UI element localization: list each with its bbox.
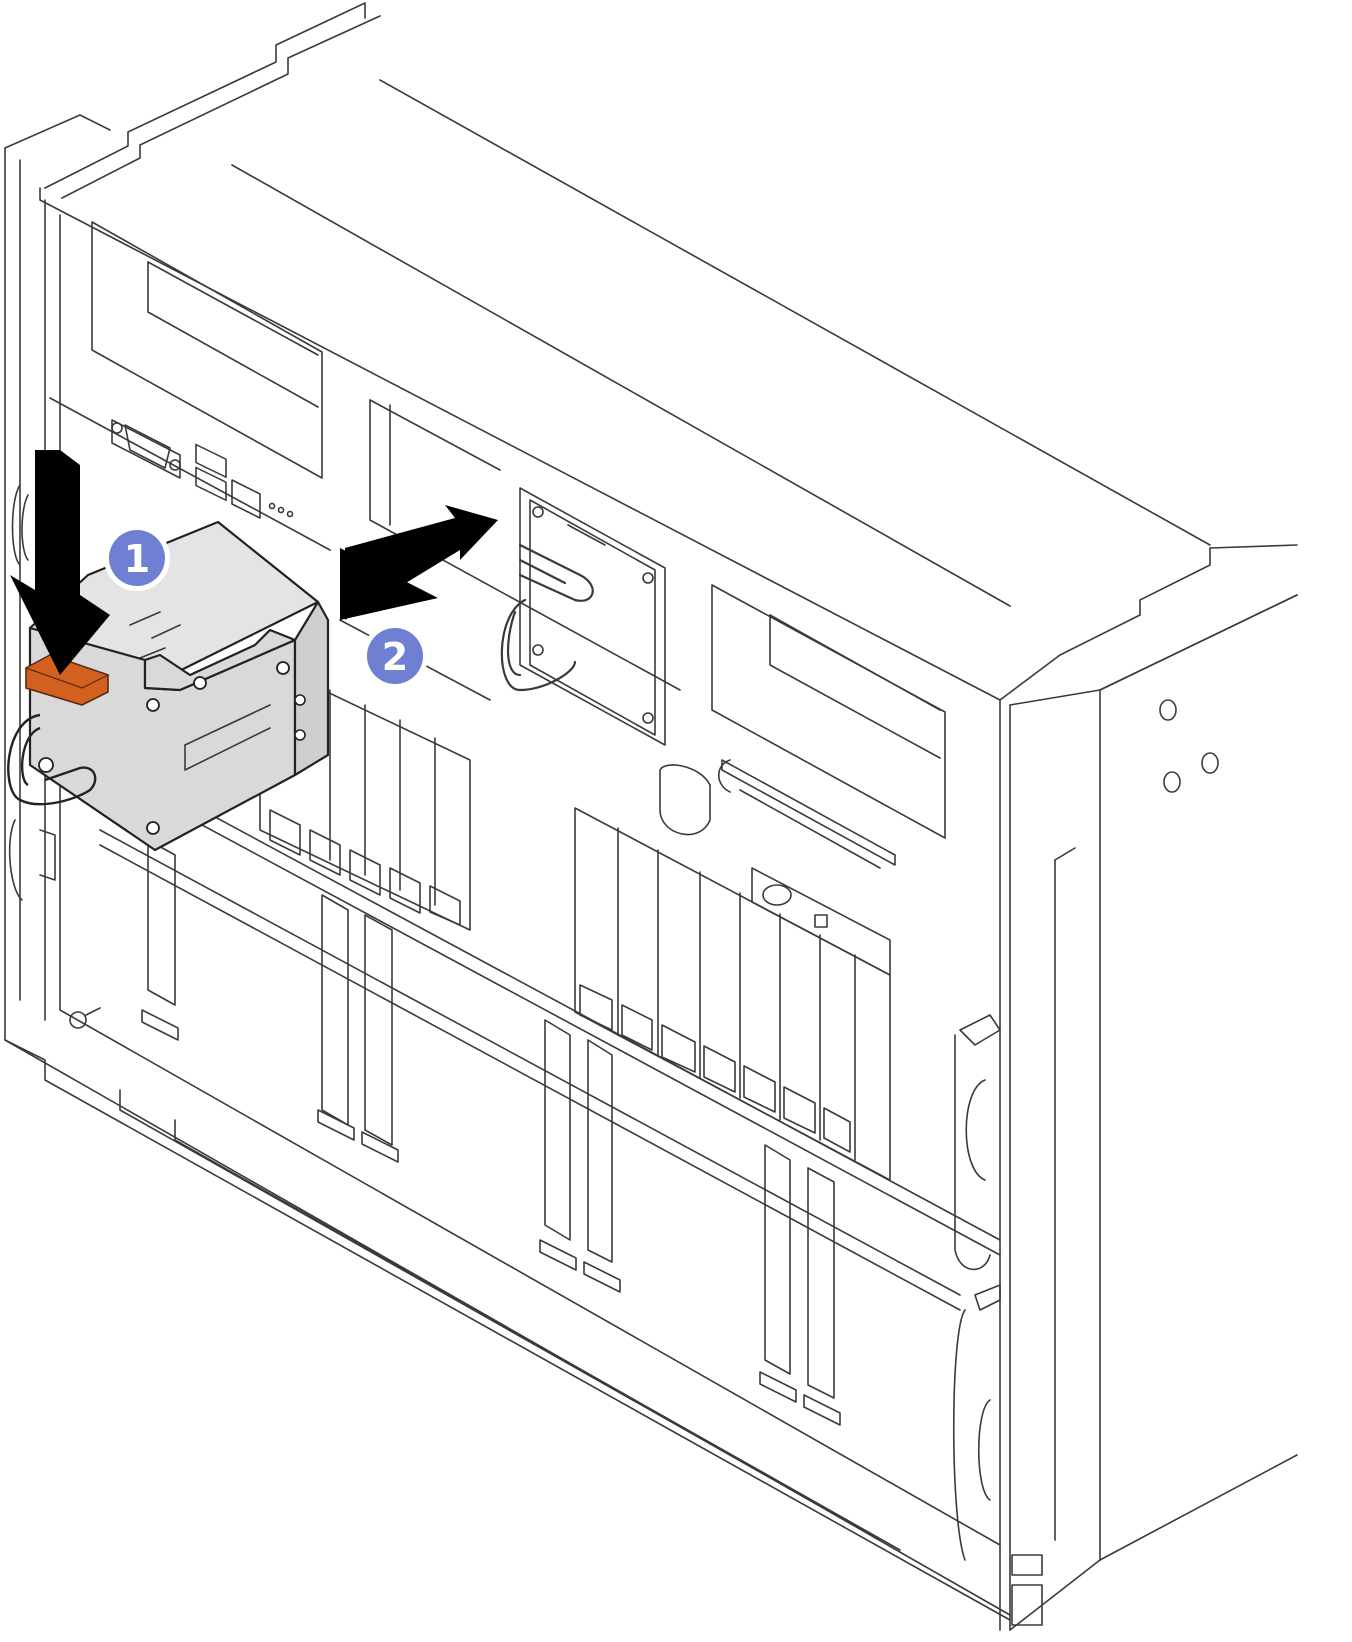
callout-2-label: 2: [382, 635, 408, 679]
callout-2: 2: [362, 623, 428, 689]
front-rails: [99, 754, 1001, 1311]
upper-left-bay: [49, 221, 331, 551]
usb-ports: [195, 443, 294, 519]
removed-module-plate: [519, 487, 666, 746]
callout-1: 1: [104, 525, 170, 591]
chassis-right-side: [1054, 594, 1298, 1561]
upper-right-bay: [659, 584, 946, 869]
release-tab-icon[interactable]: [24, 654, 110, 706]
pcie-slots: [141, 839, 841, 1426]
vga-port: [111, 419, 181, 479]
removed-module-handle: [500, 543, 594, 692]
left-arrow-icon: [340, 505, 498, 620]
chassis-front-frame: [4, 114, 1101, 1631]
chassis-top-cover: [39, 2, 1298, 701]
callout-1-label: 1: [124, 537, 150, 581]
down-arrow-icon: [10, 450, 110, 675]
right-drive-cage: [574, 807, 891, 1181]
side-handles: [8, 484, 1001, 1561]
